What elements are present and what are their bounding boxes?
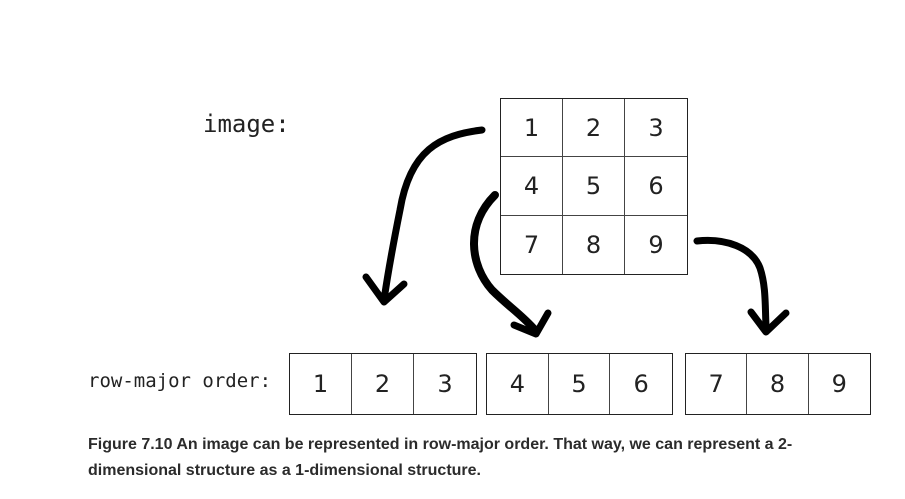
row-major-block-3: 7 8 9 [685, 353, 871, 415]
arrow-row1 [380, 126, 486, 304]
grid-cell: 9 [648, 230, 664, 259]
grid-cell: 2 [563, 99, 625, 158]
grid-cell: 6 [625, 157, 687, 216]
arrowhead-row1 [362, 273, 408, 306]
arrow-row3 [693, 236, 770, 330]
arrowhead-row2 [510, 309, 552, 338]
image-grid: 1 2 3 4 5 6 7 8 9 [500, 98, 688, 275]
row-cell: 1 [290, 354, 352, 414]
row-cell: 9 [831, 370, 847, 398]
arrow-row2 [470, 191, 539, 334]
row-cell: 5 [549, 354, 611, 414]
grid-cell: 5 [563, 157, 625, 216]
row-cell: 8 [747, 354, 809, 414]
row-major-label: row-major order: [88, 370, 272, 392]
figure-caption: Figure 7.10 An image can be represented … [88, 436, 793, 479]
row-major-block-2: 4 5 6 [486, 353, 673, 415]
grid-cell: 7 [501, 215, 563, 274]
grid-cell: 3 [625, 99, 687, 158]
grid-cell: 4 [501, 157, 563, 216]
row-cell: 2 [352, 354, 414, 414]
row-cell: 4 [487, 354, 549, 414]
row-cell: 7 [686, 354, 748, 414]
grid-cell: 1 [501, 99, 563, 158]
image-label: image: [203, 110, 290, 138]
row-cell: 6 [633, 370, 649, 398]
grid-cell: 8 [563, 215, 625, 274]
arrowhead-row3 [747, 308, 790, 336]
row-cell: 3 [437, 370, 453, 398]
row-major-block-1: 1 2 3 [289, 353, 477, 415]
